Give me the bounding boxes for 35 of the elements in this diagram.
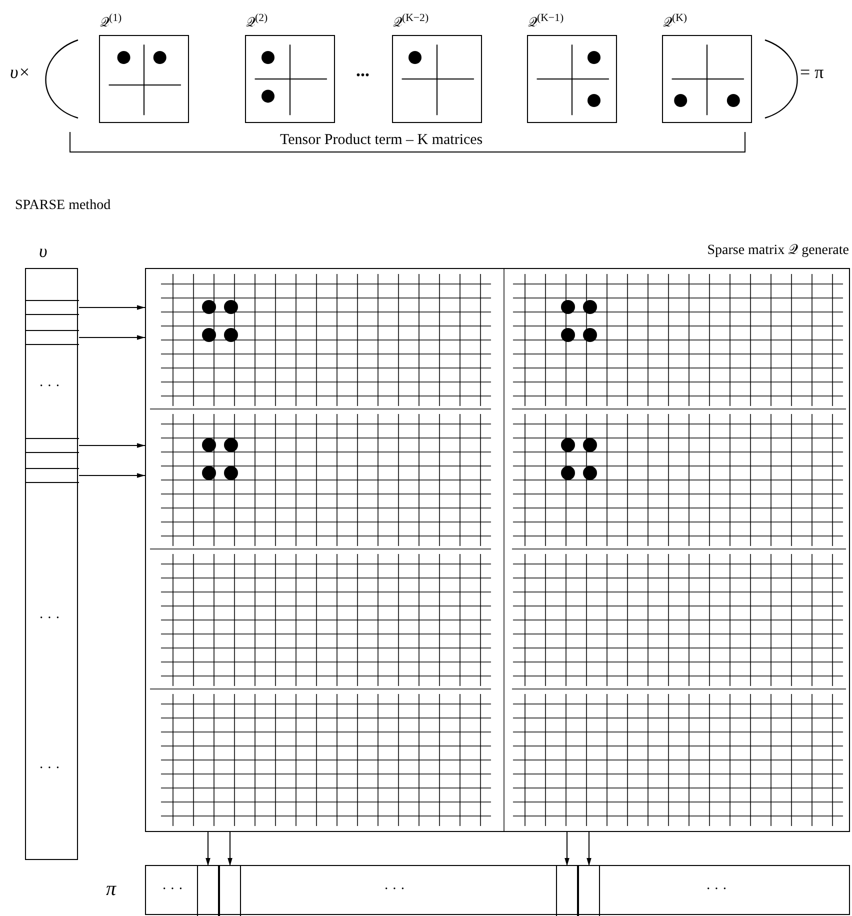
bracket-label: Tensor Product term – K matrices — [280, 132, 483, 149]
ellipsis: · · · — [39, 611, 60, 627]
result-cell — [197, 866, 219, 916]
arrow — [78, 335, 146, 340]
section-heading: SPARSE method — [15, 198, 111, 214]
math-expression: υ× — [10, 62, 30, 83]
ellipsis: · · · — [706, 882, 727, 898]
ellipsis: · · · — [39, 761, 60, 777]
matrix-heading: 𝒬$^{(K)}$ — [663, 12, 688, 30]
vector-cell — [26, 468, 79, 483]
ellipsis: ... — [356, 60, 370, 81]
result-cell — [556, 866, 578, 916]
matrix-heading: 𝒬$^{(1)}$ — [100, 12, 122, 30]
matrix-heading: 𝒬$^{(K−2)}$ — [393, 12, 429, 30]
result-cell — [578, 866, 600, 916]
ellipsis: · · · — [384, 882, 405, 898]
arrow — [586, 832, 592, 866]
arrow — [206, 832, 210, 866]
matrix-title: Sparse matrix 𝒬 generate — [707, 243, 849, 259]
vector-cell — [26, 438, 79, 453]
ellipsis: · · · — [162, 882, 183, 898]
ellipsis: · · · — [39, 379, 60, 395]
arrow — [78, 305, 146, 310]
math-expression: = π — [800, 62, 824, 83]
matrix-heading: 𝒬$^{(2)}$ — [246, 12, 268, 30]
arrow — [228, 832, 232, 866]
matrix-heading: 𝒬$^{(K−1)}$ — [528, 12, 564, 30]
vector-symbol: υ — [39, 241, 48, 262]
vector-cell — [26, 300, 79, 315]
vector-symbol: π — [106, 878, 116, 901]
vector-cell — [26, 330, 79, 345]
arrow — [78, 473, 146, 478]
arrow — [564, 832, 570, 866]
result-cell — [219, 866, 241, 916]
arrow — [78, 443, 146, 448]
